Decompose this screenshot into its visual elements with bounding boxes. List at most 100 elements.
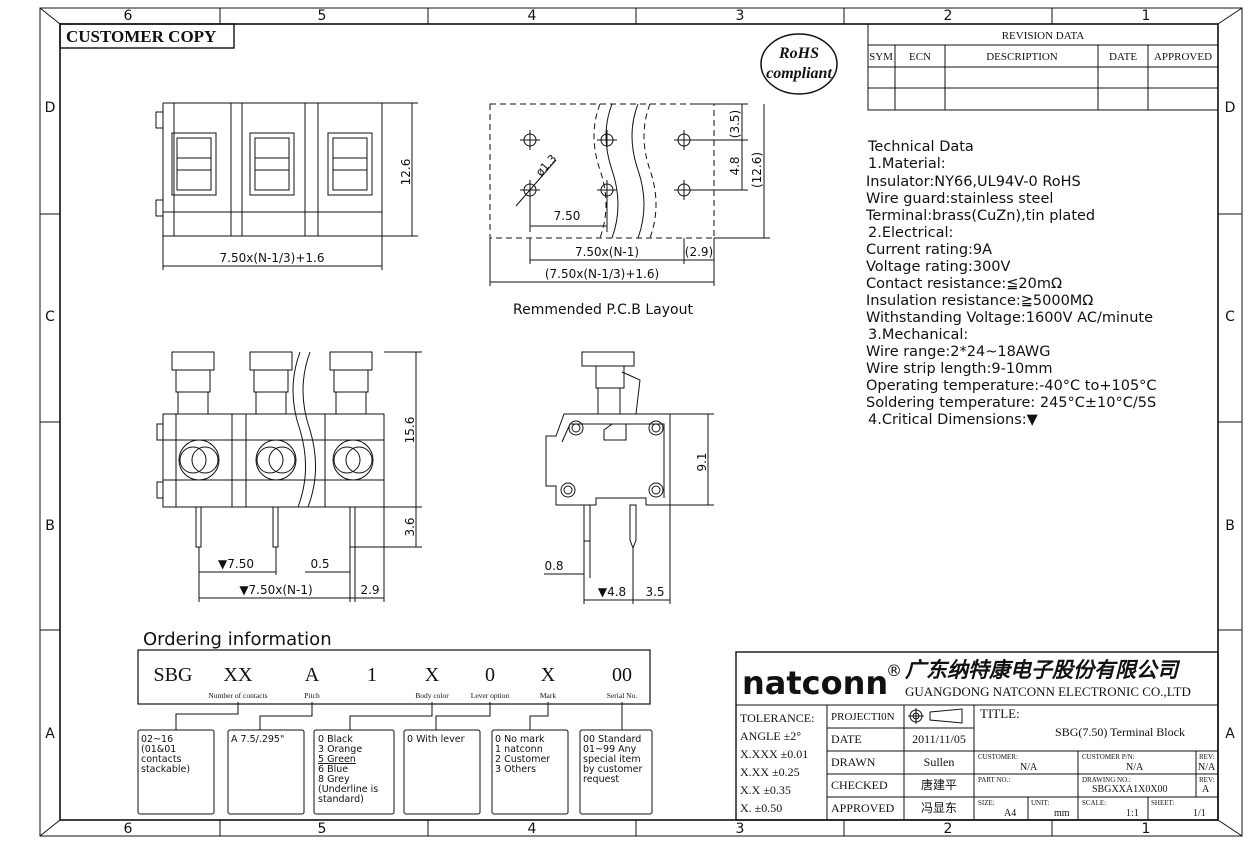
tech-line: Insulation resistance:≧5000MΩ (866, 293, 1093, 309)
dim-front-2-9: 2.9 (360, 583, 379, 597)
top-view (155, 102, 418, 270)
zone-left-C: C (45, 309, 55, 325)
ordering-option-boxes (137, 729, 653, 815)
opt-pitch-line: A 7.5/.295" (231, 734, 284, 745)
zone-bottom-5: 5 (318, 821, 327, 837)
code-serial: 00 (612, 664, 632, 686)
tech-line: Insulator:NY66,UL94V-0 RoHS (866, 174, 1081, 190)
caption-body-color: Body color (415, 691, 449, 700)
dim-front-span: ▼7.50x(N-1) (239, 583, 312, 597)
dim-pcb-12-6: (12.6) (750, 152, 764, 188)
part-no-label: PART NO.: (978, 776, 1010, 784)
pcb-caption: Remmended P.C.B Layout (513, 302, 693, 318)
dim-front-pin-width: 0.5 (310, 557, 329, 571)
title-block (735, 651, 1219, 821)
customer-value: N/A (1020, 762, 1038, 773)
zone-right-C: C (1225, 309, 1235, 325)
zone-left-B: B (45, 518, 55, 534)
customer-copy-label: CUSTOMER COPY (66, 27, 216, 46)
opt-contacts-line: 02~16 (141, 734, 173, 745)
opt-color-line: (Underline is (318, 784, 378, 795)
tech-line: Voltage rating:300V (866, 259, 1011, 275)
code-contacts: XX (224, 664, 253, 686)
dim-front-pitch: ▼7.50 (218, 557, 254, 571)
zone-top-4: 4 (528, 8, 537, 24)
rev-value-1: N/A (1198, 762, 1216, 773)
zone-top-1: 1 (1142, 8, 1151, 24)
code-series: SBG (154, 664, 193, 686)
tech-line: 1.Material: (868, 156, 946, 172)
tolerance-x-1: X.X ±0.35 (740, 783, 791, 797)
date-label: DATE (831, 732, 862, 746)
opt-serial-line: 01~99 Any (583, 744, 637, 755)
technical-data: Technical Data 1.Material: Insulator:NY6… (865, 139, 1157, 428)
tech-line: Terminal:brass(CuZn),tin plated (865, 208, 1095, 224)
zone-right-B: B (1225, 518, 1235, 534)
tech-line: Contact resistance:≦20mΩ (866, 276, 1062, 292)
sheet-value: 1/1 (1193, 808, 1206, 819)
brand-registered: ® (886, 661, 902, 680)
drawn-label: DRAWN (831, 755, 876, 769)
ordering-code-box (137, 649, 651, 705)
opt-color-line: standard) (318, 794, 364, 805)
customer-pn-label: CUSTOMER P/N: (1082, 753, 1135, 761)
code-body-color: X (425, 664, 440, 686)
approved-value: 冯显东 (921, 801, 957, 815)
opt-mark-line: 0 No mark (495, 734, 545, 745)
tolerance-label: TOLERANCE: (740, 711, 814, 725)
opt-contacts-line: contacts (141, 754, 182, 765)
company-name-en: GUANGDONG NATCONN ELECTRONIC CO.,LTD (905, 684, 1191, 699)
revision-col-approved: APPROVED (1154, 51, 1212, 63)
checked-value: 唐建平 (921, 777, 957, 792)
size-value: A4 (1004, 808, 1016, 819)
rohs-stamp (760, 33, 838, 95)
tech-line: Technical Data (867, 139, 974, 155)
opt-mark-line: 2 Customer (495, 754, 550, 765)
dim-pcb-n1: 7.50x(N-1) (575, 245, 639, 259)
zone-labels: 6 5 4 3 2 1 6 5 4 3 2 1 D C B A D C B A (45, 8, 1236, 837)
approved-label: APPROVED (831, 801, 895, 815)
zone-bottom-2: 2 (944, 821, 953, 837)
code-1: 1 (367, 664, 377, 686)
opt-contacts-line: (01&01 (141, 744, 176, 755)
rev-label: REV: (1199, 753, 1214, 761)
zone-right-D: D (1225, 100, 1236, 116)
opt-color-line: 5 Green (318, 754, 356, 765)
customer-pn-value: N/A (1126, 762, 1144, 773)
projection-label: PROJECTI0N (831, 711, 895, 723)
dim-pcb-3-5: (3.5) (728, 110, 742, 138)
opt-mark-line: 1 natconn (495, 744, 543, 755)
tech-line: Wire strip length:9-10mm (866, 361, 1053, 377)
date-value: 2011/11/05 (912, 732, 966, 746)
drawing-frame (39, 7, 1243, 837)
title-label: TITLE: (980, 706, 1020, 721)
dim-side-height: 9.1 (695, 452, 709, 471)
company-name-cn: 广东纳特康电子股份有限公司 (905, 658, 1181, 682)
caption-lever: Lever option (471, 691, 510, 700)
dim-top-height: 12.6 (399, 159, 413, 186)
dim-top-width: 7.50x(N-1/3)+1.6 (220, 251, 325, 265)
dim-side-3-5: 3.5 (645, 585, 664, 599)
revision-col-description: DESCRIPTION (986, 51, 1058, 63)
sheet-label: SHEET: (1151, 799, 1174, 807)
tech-line: Soldering temperature: 245°C±10°C/5S (866, 395, 1156, 411)
customer-copy-box (59, 23, 235, 49)
rev-value-2: A (1202, 784, 1210, 795)
scale-label: SCALE: (1082, 799, 1106, 807)
caption-serial: Serial No. (607, 691, 638, 700)
opt-mark-line: 3 Others (495, 764, 536, 775)
tech-line: 3.Mechanical: (868, 327, 968, 343)
pcb-layout (489, 103, 770, 286)
drawn-value: Sullen (924, 755, 955, 769)
zone-top-3: 3 (736, 8, 745, 24)
tech-line: Current rating:9A (866, 242, 992, 258)
tolerance-xxx: X.XXX ±0.01 (740, 747, 808, 761)
zone-bottom-3: 3 (736, 821, 745, 837)
rev-label: REV: (1199, 776, 1214, 784)
dim-front-height: 15.6 (403, 417, 417, 444)
checked-label: CHECKED (831, 778, 888, 792)
opt-color-line: 6 Blue (318, 764, 348, 775)
code-lever: 0 (485, 664, 495, 686)
opt-contacts-line: stackable) (141, 764, 190, 775)
dim-pcb-2-9: (2.9) (685, 245, 713, 259)
